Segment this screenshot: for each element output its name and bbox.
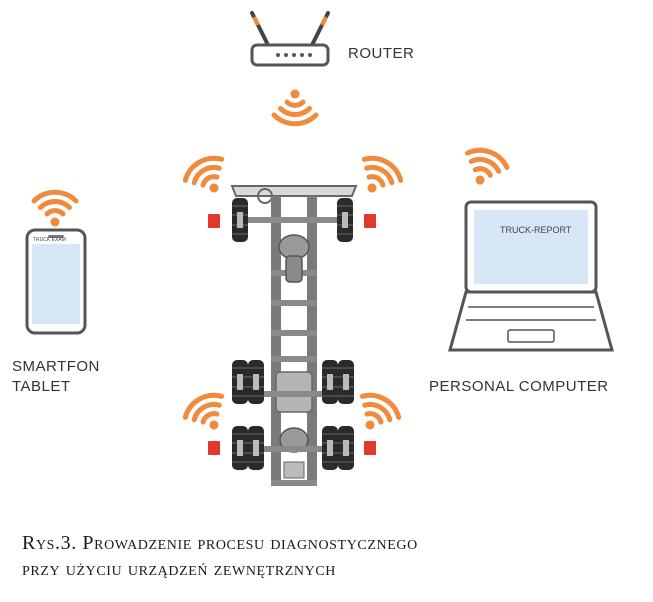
router-icon [250, 11, 330, 67]
diagnostic-diagram [25, 11, 614, 486]
wifi-icon [34, 192, 76, 226]
smartphone-icon [25, 228, 87, 335]
wifi-icon [274, 90, 316, 124]
pc-label: PERSONAL COMPUTER [429, 378, 609, 395]
sensor-icon [364, 441, 376, 455]
wifi-icon [459, 145, 510, 192]
wifi-icon [181, 152, 234, 203]
smartphone-label: SMARTFON TABLET [12, 357, 100, 397]
figure-caption: Rys.3. Prowadzenie procesu diagnostyczne… [22, 530, 642, 582]
wifi-icon [352, 152, 405, 203]
laptop-icon [448, 200, 614, 352]
phone-screen-text: TRUCK EXAM [33, 237, 66, 243]
caption-line2: przy użyciu urządzeń zewnętrznych [22, 558, 336, 580]
smartphone-label-line2: TABLET [12, 378, 71, 395]
smartphone-label-line1: SMARTFON [12, 358, 100, 375]
laptop-screen-text: TRUCK-REPORT [500, 225, 572, 235]
truck-chassis-icon [230, 185, 358, 486]
router-label: ROUTER [348, 45, 415, 62]
sensor-icon [208, 441, 220, 455]
sensor-icon [364, 214, 376, 228]
wifi-icon [181, 389, 234, 440]
wifi-icon [350, 389, 403, 440]
caption-line1: Rys.3. Prowadzenie procesu diagnostyczne… [22, 532, 418, 554]
sensor-icon [208, 214, 220, 228]
